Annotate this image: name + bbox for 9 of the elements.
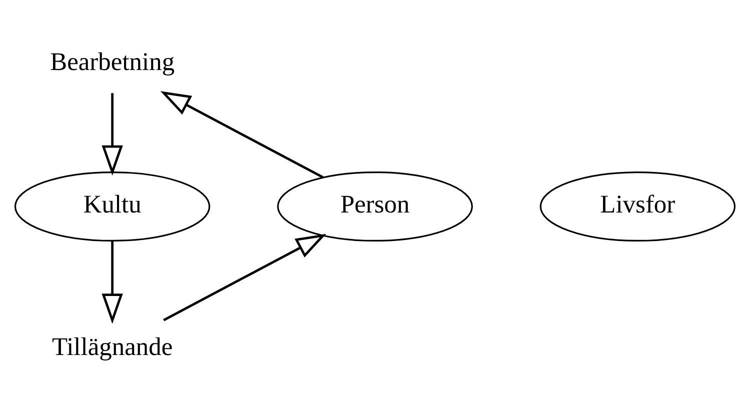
arrow [163, 233, 326, 321]
arrow [102, 240, 123, 324]
node-ellipse: Livsfor [540, 170, 736, 242]
node-ellipse: Person [277, 170, 473, 242]
node-ellipse: Kultu [14, 170, 210, 242]
node-text: Bearbetning [50, 46, 175, 76]
arrow [102, 92, 123, 176]
arrow [160, 90, 324, 178]
node-text: Tillägnande [52, 332, 173, 361]
